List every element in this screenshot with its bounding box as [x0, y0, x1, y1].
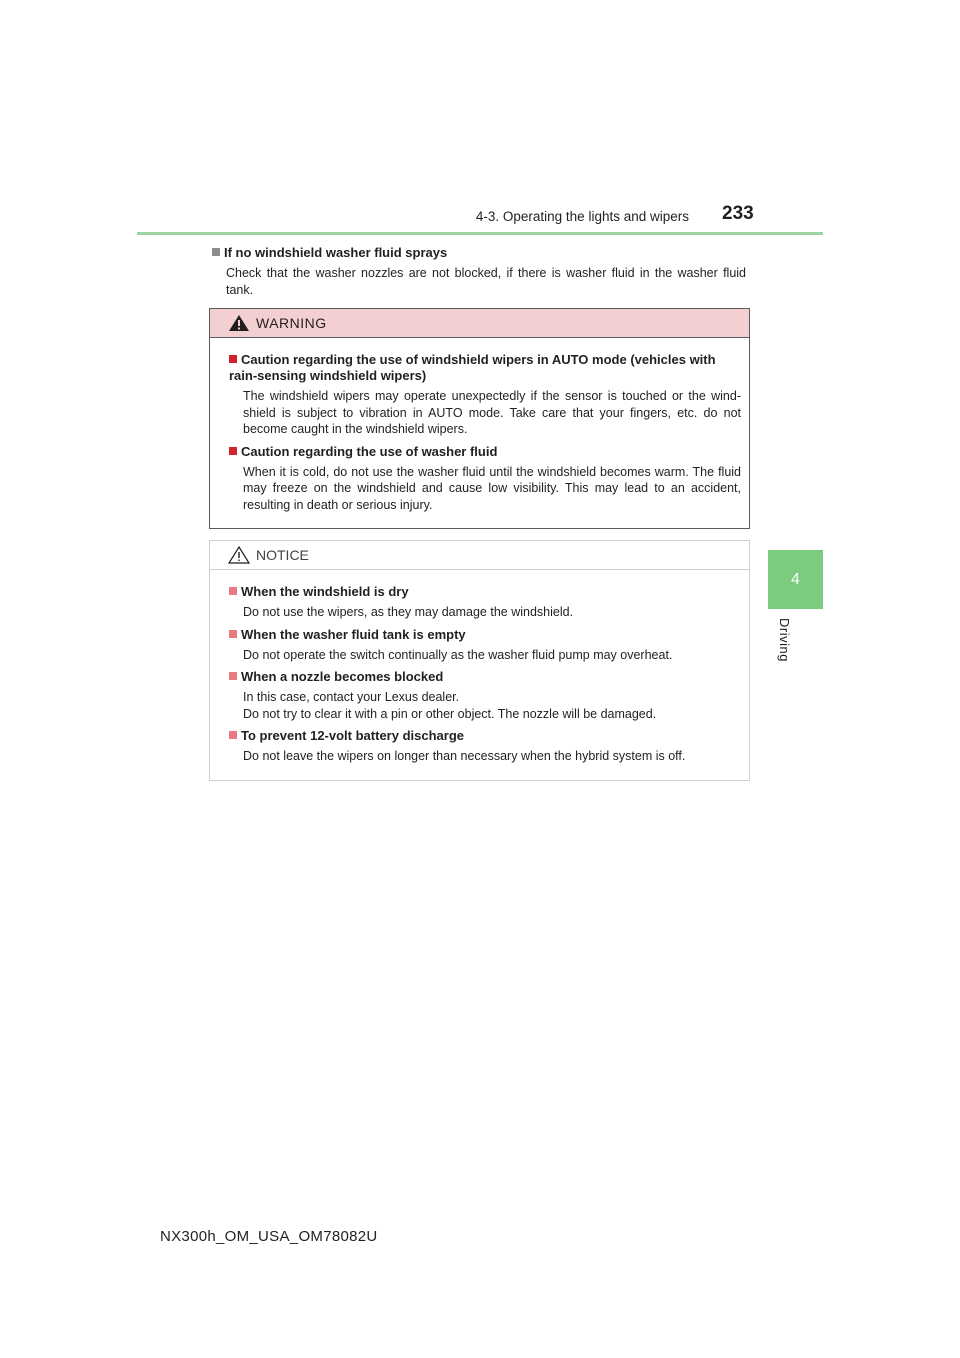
item-body: Do not leave the wipers on longer than n… — [243, 749, 686, 763]
page-number: 233 — [722, 203, 754, 224]
item-heading: When the windshield is dry — [241, 584, 409, 599]
chapter-label: Driving — [777, 618, 792, 662]
warning-header: WARNING — [210, 309, 749, 338]
washer-fluid-item: If no windshield washer fluid sprays Che… — [212, 245, 746, 298]
warning-box: WARNING Caution regarding the use of win… — [209, 308, 750, 529]
list-item: When a nozzle becomes blocked In this ca… — [229, 669, 741, 722]
notice-triangle-icon — [227, 545, 251, 564]
chapter-tab: 4 — [768, 550, 823, 609]
list-item: Caution regarding the use of windshield … — [229, 352, 741, 438]
chapter-number: 4 — [791, 570, 800, 588]
red-square-bullet-icon — [229, 446, 237, 455]
list-item: Caution regarding the use of washer flui… — [229, 444, 741, 514]
item-body: Do not operate the switch continually as… — [243, 647, 673, 662]
list-item: When the windshield is dry Do not use th… — [229, 584, 741, 621]
gray-square-bullet-icon — [212, 248, 220, 256]
warning-triangle-icon — [228, 314, 250, 332]
document-code: NX300h_OM_USA_OM78082U — [160, 1228, 378, 1245]
item-heading: When a nozzle becomes blocked — [241, 669, 444, 684]
notice-title: NOTICE — [256, 547, 309, 563]
warning-title: WARNING — [256, 315, 327, 331]
pink-square-bullet-icon — [229, 629, 237, 638]
item-body: Check that the washer nozzles are not bl… — [226, 266, 746, 297]
red-square-bullet-icon — [229, 355, 237, 363]
item-heading: If no windshield washer fluid sprays — [224, 245, 448, 260]
list-item: To prevent 12-volt battery discharge Do … — [229, 728, 741, 765]
list-item: When the washer fluid tank is empty Do n… — [229, 627, 741, 664]
pink-square-bullet-icon — [229, 672, 237, 680]
item-body: The windshield wipers may operate unexpe… — [243, 389, 741, 436]
notice-box: NOTICE When the windshield is dry Do not… — [209, 540, 750, 781]
section-title: 4-3. Operating the lights and wipers — [475, 209, 689, 224]
item-heading: When the washer fluid tank is empty — [241, 626, 466, 642]
pink-square-bullet-icon — [229, 587, 237, 595]
notice-header: NOTICE — [210, 541, 749, 570]
item-body: In this case, contact your Lexus dealer. — [243, 690, 460, 704]
item-body: Do not use the wipers, as they may damag… — [243, 605, 574, 619]
item-body: When it is cold, do not use the washer f… — [243, 464, 741, 512]
pink-square-bullet-icon — [229, 731, 237, 739]
header-rule — [137, 232, 823, 235]
item-heading: To prevent 12-volt battery discharge — [241, 728, 464, 743]
item-heading: Caution regarding the use of windshield … — [229, 352, 716, 383]
item-body-line-2: Do not try to clear it with a pin or oth… — [243, 706, 657, 721]
item-heading: Caution regarding the use of washer flui… — [241, 443, 498, 459]
